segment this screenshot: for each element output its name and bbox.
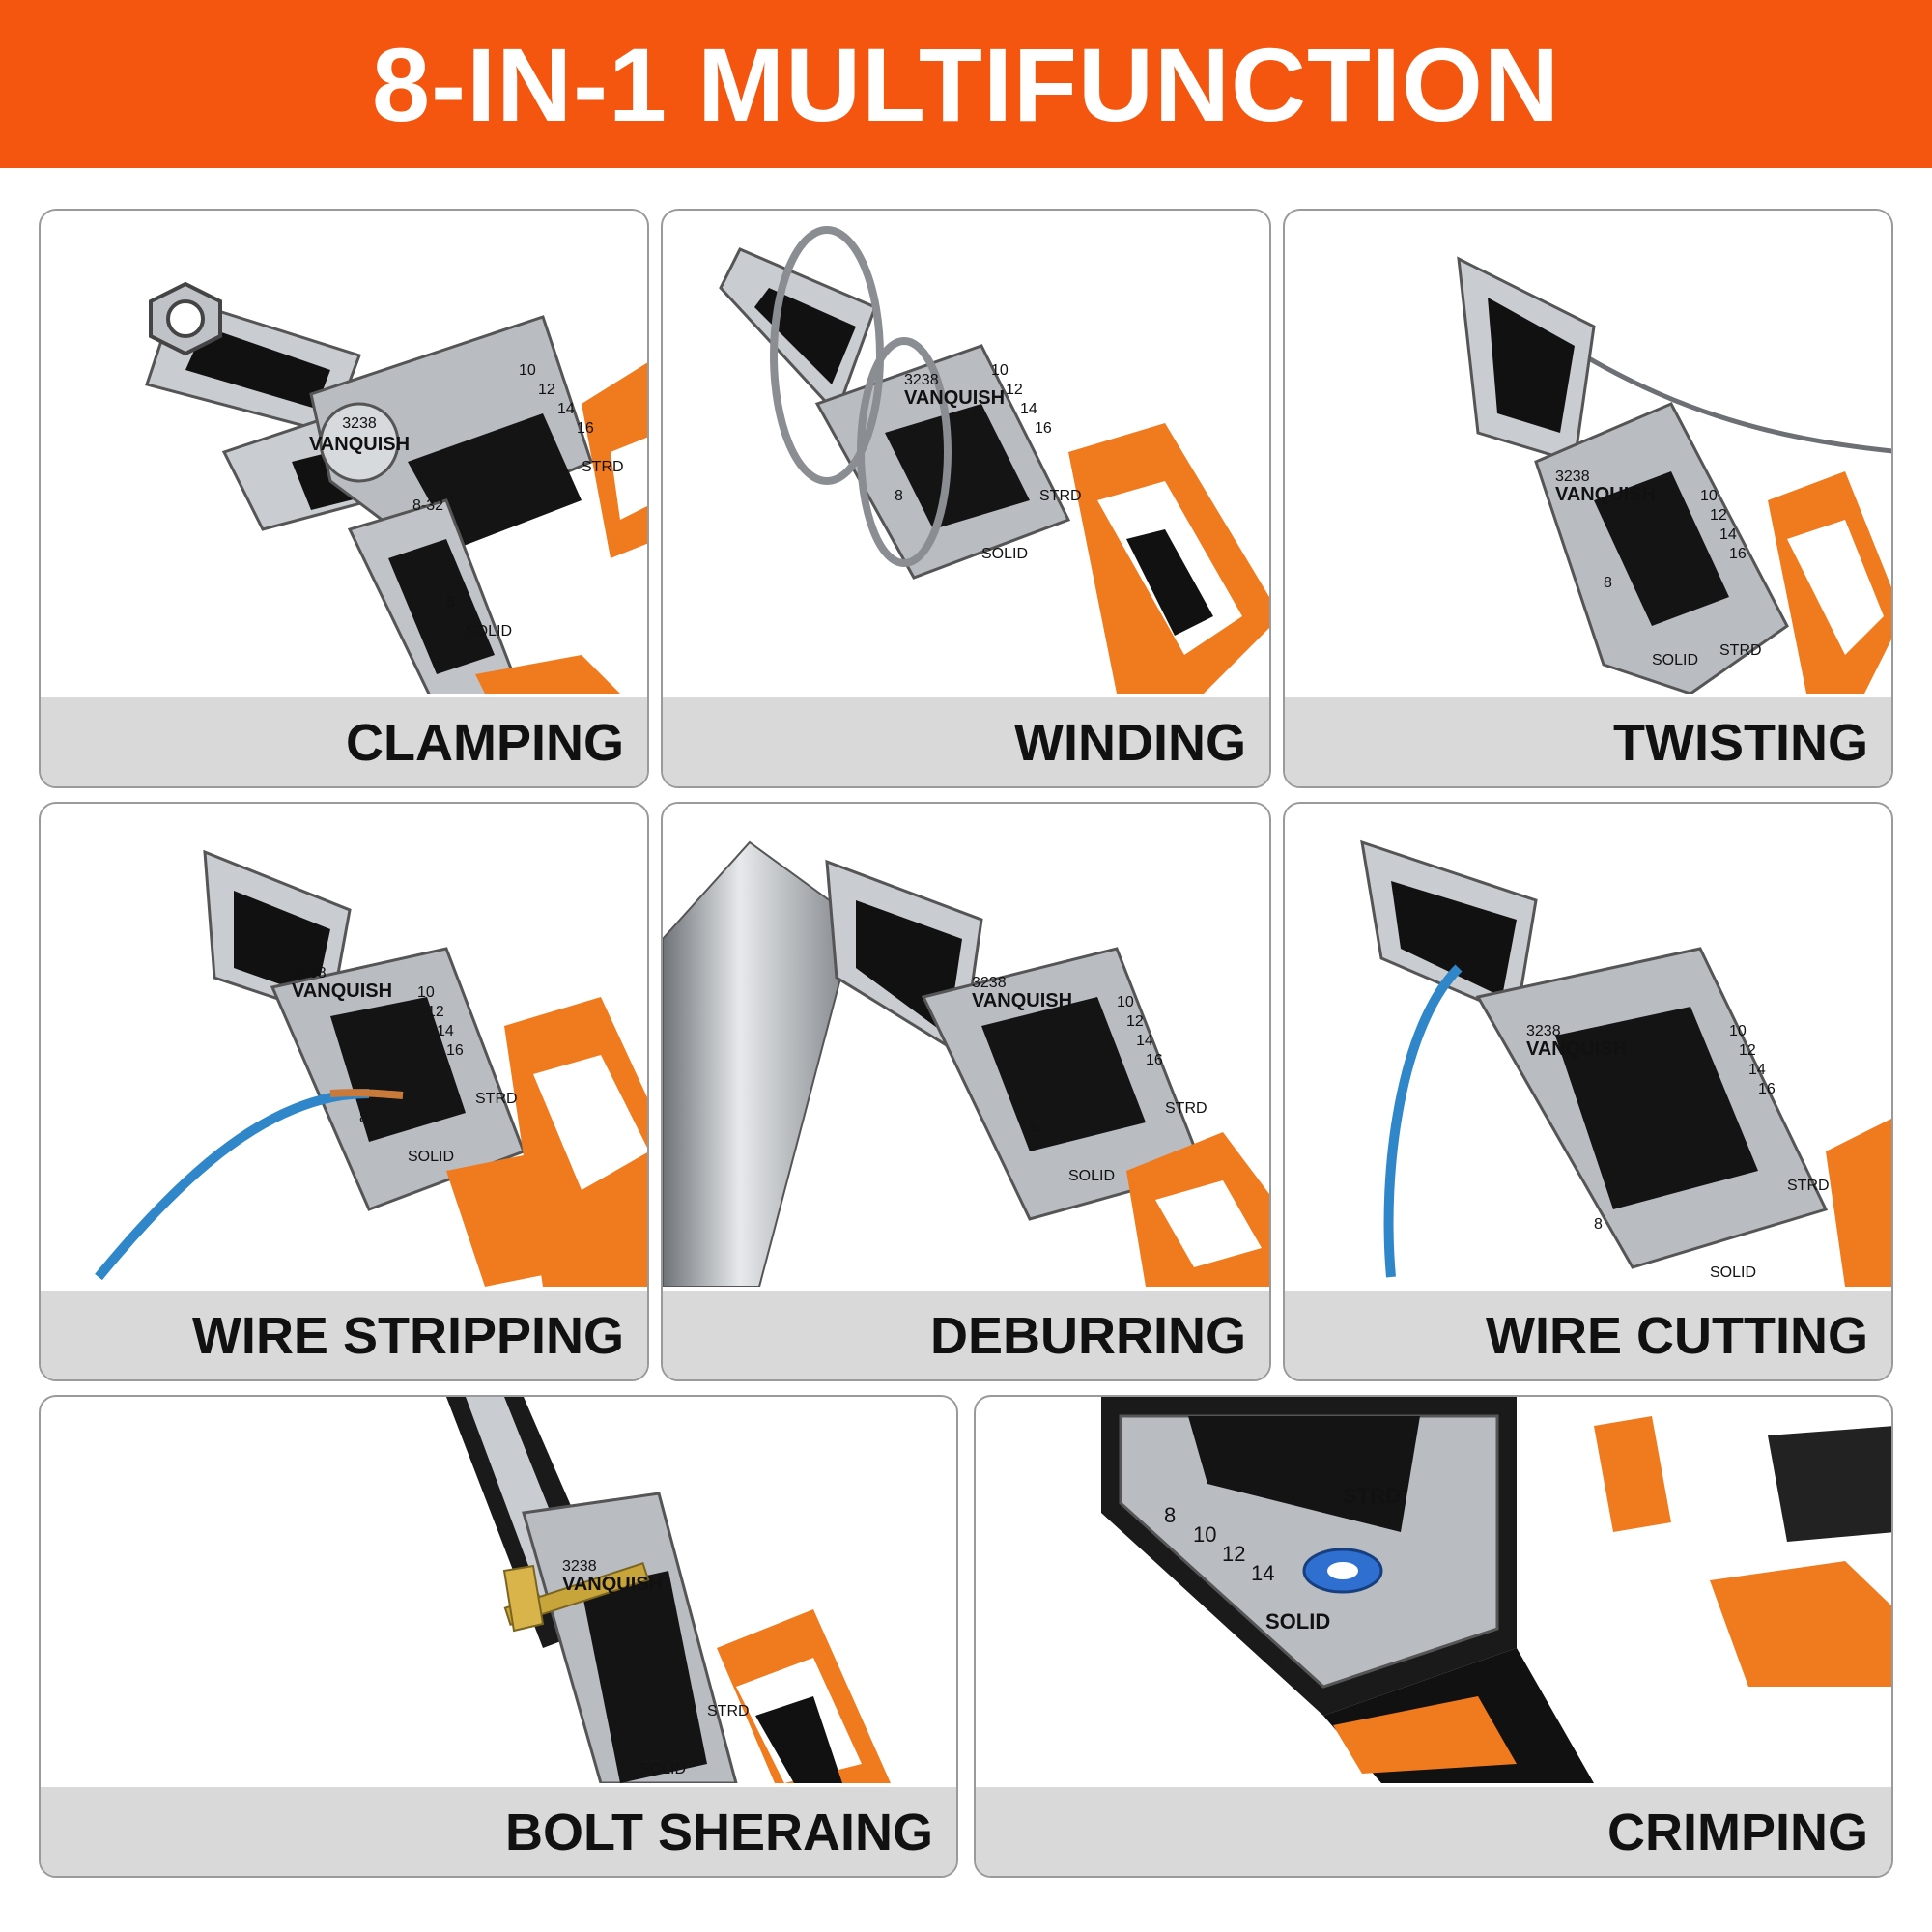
pliers-crimping-illustration: 8 10 12 14 SOLID STRD [1101, 1397, 1891, 1783]
solid-engraving: SOLID [408, 1149, 454, 1165]
solid-engraving: SOLID [1652, 652, 1698, 668]
gauge-label: 14 [437, 1023, 454, 1039]
brand-engraving: VANQUISH [1555, 484, 1656, 505]
gauge-label: 12 [427, 1004, 444, 1020]
tile-label: CRIMPING [1607, 1804, 1868, 1861]
brand-engraving: VANQUISH [562, 1574, 663, 1595]
gauge-label: 12 [1710, 507, 1727, 524]
solid-engraving: SOLID [1068, 1168, 1115, 1184]
model-engraving: 3238 [342, 415, 377, 432]
gauge-label: 8 [1164, 1503, 1176, 1527]
model-engraving: 3238 [904, 372, 939, 388]
tile-wire-stripping: VANQUISH 3238 10 12 14 16 8 SOLID STRD W… [39, 802, 649, 1381]
gauge-label: 12 [1222, 1542, 1245, 1566]
strd-engraving: STRD [1165, 1100, 1208, 1117]
tile-label: WIRE STRIPPING [191, 1307, 624, 1365]
tile-label: WINDING [1014, 714, 1246, 772]
model-engraving: 3238 [972, 975, 1007, 991]
model-engraving: 3238 [1526, 1023, 1561, 1039]
strd-engraving: STRD [475, 1091, 518, 1107]
gauge-label: 16 [446, 1042, 464, 1059]
gauge-label: 14 [557, 401, 575, 417]
gauge-label: 16 [1729, 546, 1747, 562]
pliers-clamping-illustration: VANQUISH 3238 8-32 10 12 14 16 8 SOLID S… [145, 281, 647, 694]
pliers-wire-cutting-illustration: VANQUISH 3238 10 12 14 16 8 SOLID STRD [1360, 839, 1891, 1287]
gauge-label: 10 [1117, 994, 1134, 1010]
strd-engraving: STRD [1343, 1484, 1401, 1508]
gauge-label: 10 [1700, 488, 1718, 504]
tile-deburring: VANQUISH 3238 10 12 14 16 8 SOLID STRD D… [661, 802, 1271, 1381]
nut-engraving: 8-32 [412, 497, 443, 514]
brand-engraving: VANQUISH [972, 990, 1072, 1011]
solid-engraving: SOLID [639, 1761, 686, 1777]
header-banner: 8-IN-1 MULTIFUNCTION [0, 0, 1932, 168]
pliers-bolt-shearing-illustration: VANQUISH 3238 SOLID STRD [446, 1397, 891, 1783]
gauge-label: 14 [1251, 1561, 1274, 1585]
tile-wire-cutting: VANQUISH 3238 10 12 14 16 8 SOLID STRD W… [1283, 802, 1893, 1381]
gauge-label: 10 [1193, 1522, 1216, 1547]
brand-engraving: VANQUISH [292, 980, 392, 1002]
gauge-label: 12 [1126, 1013, 1144, 1030]
page-title: 8-IN-1 MULTIFUNCTION [372, 25, 1560, 143]
label-bar: CLAMPING [41, 697, 647, 786]
pliers-twisting-illustration: VANQUISH 3238 10 12 14 16 8 SOLID STRD [1457, 256, 1891, 694]
gauge-label: 8 [1594, 1216, 1603, 1233]
solid-engraving: SOLID [1265, 1609, 1330, 1634]
tile-clamping: VANQUISH 3238 8-32 10 12 14 16 8 SOLID S… [39, 209, 649, 788]
brand-engraving: VANQUISH [904, 387, 1005, 409]
gauge-label: 16 [1035, 420, 1052, 437]
gauge-label: 16 [1758, 1081, 1776, 1097]
model-engraving: 3238 [1555, 469, 1590, 485]
gauge-label: 8 [446, 594, 455, 611]
brand-engraving: VANQUISH [1526, 1038, 1627, 1060]
strd-engraving: STRD [1039, 488, 1082, 504]
label-bar: CRIMPING [976, 1787, 1891, 1876]
tile-crimping: 8 10 12 14 SOLID STRD CRIMPING [974, 1395, 1893, 1878]
solid-engraving: SOLID [1710, 1264, 1756, 1281]
strd-engraving: STRD [707, 1703, 750, 1719]
gauge-label: 12 [538, 382, 555, 398]
gauge-label: 8 [359, 1110, 368, 1126]
tile-label: WIRE CUTTING [1486, 1307, 1868, 1365]
label-bar: BOLT SHERAING [41, 1787, 956, 1876]
tile-label: BOLT SHERAING [505, 1804, 933, 1861]
gauge-label: 12 [1739, 1042, 1756, 1059]
pliers-wire-stripping-illustration: VANQUISH 3238 10 12 14 16 8 SOLID STRD [95, 849, 647, 1287]
gauge-label: 16 [1146, 1052, 1163, 1068]
label-bar: DEBURRING [663, 1291, 1269, 1379]
tile-label: DEBURRING [929, 1307, 1246, 1365]
brand-engraving: VANQUISH [309, 434, 410, 455]
gauge-label: 10 [1729, 1023, 1747, 1039]
pliers-winding-illustration: VANQUISH 3238 10 12 14 16 8 SOLID STRD [719, 226, 1269, 694]
gauge-label: 16 [577, 420, 594, 437]
gauge-label: 10 [417, 984, 435, 1001]
gauge-label: 12 [1006, 382, 1023, 398]
model-engraving: 3238 [562, 1558, 597, 1575]
solid-engraving: SOLID [466, 623, 512, 639]
gauge-label: 8 [1030, 1120, 1038, 1136]
solid-engraving: SOLID [981, 546, 1028, 562]
strd-engraving: STRD [582, 459, 624, 475]
label-bar: TWISTING [1285, 697, 1891, 786]
label-bar: WIRE CUTTING [1285, 1291, 1891, 1379]
model-engraving: 3238 [292, 965, 327, 981]
strd-engraving: STRD [1719, 642, 1762, 659]
strd-engraving: STRD [1787, 1178, 1830, 1194]
label-bar: WIRE STRIPPING [41, 1291, 647, 1379]
tile-label: CLAMPING [346, 714, 624, 772]
tile-label: TWISTING [1613, 714, 1868, 772]
gauge-label: 10 [991, 362, 1009, 379]
gauge-label: 8 [1604, 575, 1612, 591]
gauge-label: 8 [895, 488, 903, 504]
pliers-deburring-illustration: VANQUISH 3238 10 12 14 16 8 SOLID STRD [663, 840, 1269, 1287]
gauge-label: 10 [519, 362, 536, 379]
gauge-label: 14 [1136, 1033, 1153, 1049]
tile-bolt-shearing: VANQUISH 3238 SOLID STRD BOLT SHERAING [39, 1395, 958, 1878]
gauge-label: 14 [1020, 401, 1037, 417]
gauge-label: 14 [1719, 526, 1737, 543]
gauge-label: 14 [1748, 1062, 1766, 1078]
tile-winding: VANQUISH 3238 10 12 14 16 8 SOLID STRD W… [661, 209, 1271, 788]
label-bar: WINDING [663, 697, 1269, 786]
tile-twisting: VANQUISH 3238 10 12 14 16 8 SOLID STRD T… [1283, 209, 1893, 788]
